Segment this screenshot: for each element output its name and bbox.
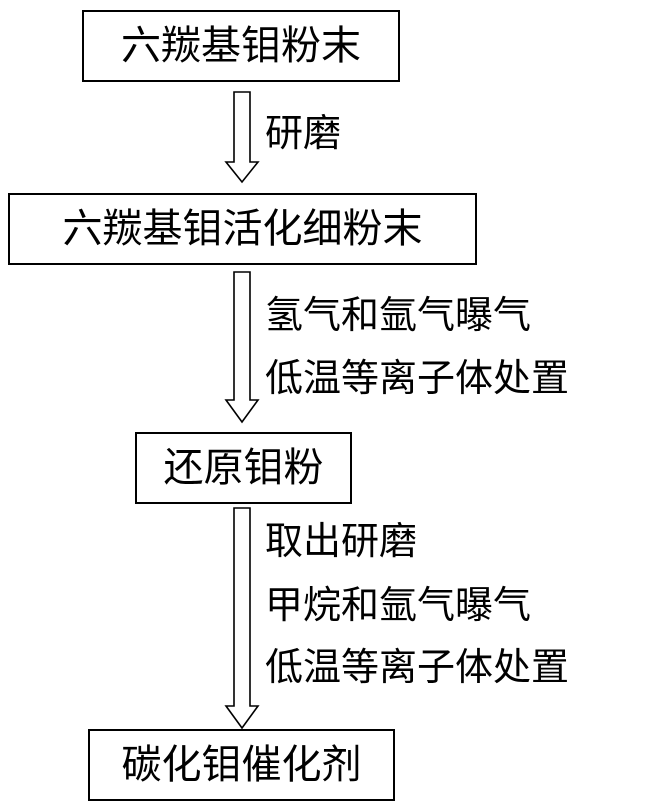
step-label-1: 研磨	[265, 114, 341, 152]
box-label: 六羰基钼粉末	[121, 26, 361, 66]
step-line: 低温等离子体处置	[265, 645, 569, 689]
box-activated-fine-powder: 六羰基钼活化细粉末	[8, 193, 477, 265]
step-label-3-line-2: 甲烷和氩气曝气	[265, 586, 531, 624]
step-line: 低温等离子体处置	[265, 356, 569, 400]
box-reduced-molybdenum-powder: 还原钼粉	[135, 432, 352, 504]
box-label: 还原钼粉	[164, 448, 324, 488]
step-label-3-line-3: 低温等离子体处置	[265, 648, 569, 686]
box-label: 六羰基钼活化细粉末	[63, 209, 423, 249]
box-hexacarbonyl-molybdenum-powder: 六羰基钼粉末	[82, 10, 400, 82]
step-line: 取出研磨	[265, 519, 417, 563]
step-label-2-line-2: 低温等离子体处置	[265, 359, 569, 397]
step-label-2-line-1: 氢气和氩气曝气	[265, 296, 531, 334]
arrow-down-icon	[224, 92, 260, 184]
arrow-down-icon	[224, 272, 260, 424]
step-line: 氢气和氩气曝气	[265, 293, 531, 337]
step-label-3-line-1: 取出研磨	[265, 522, 417, 560]
box-label: 碳化钼催化剂	[122, 745, 362, 785]
step-line: 甲烷和氩气曝气	[265, 583, 531, 627]
step-line: 研磨	[265, 111, 341, 155]
box-molybdenum-carbide-catalyst: 碳化钼催化剂	[88, 729, 395, 801]
arrow-down-icon	[224, 508, 260, 730]
